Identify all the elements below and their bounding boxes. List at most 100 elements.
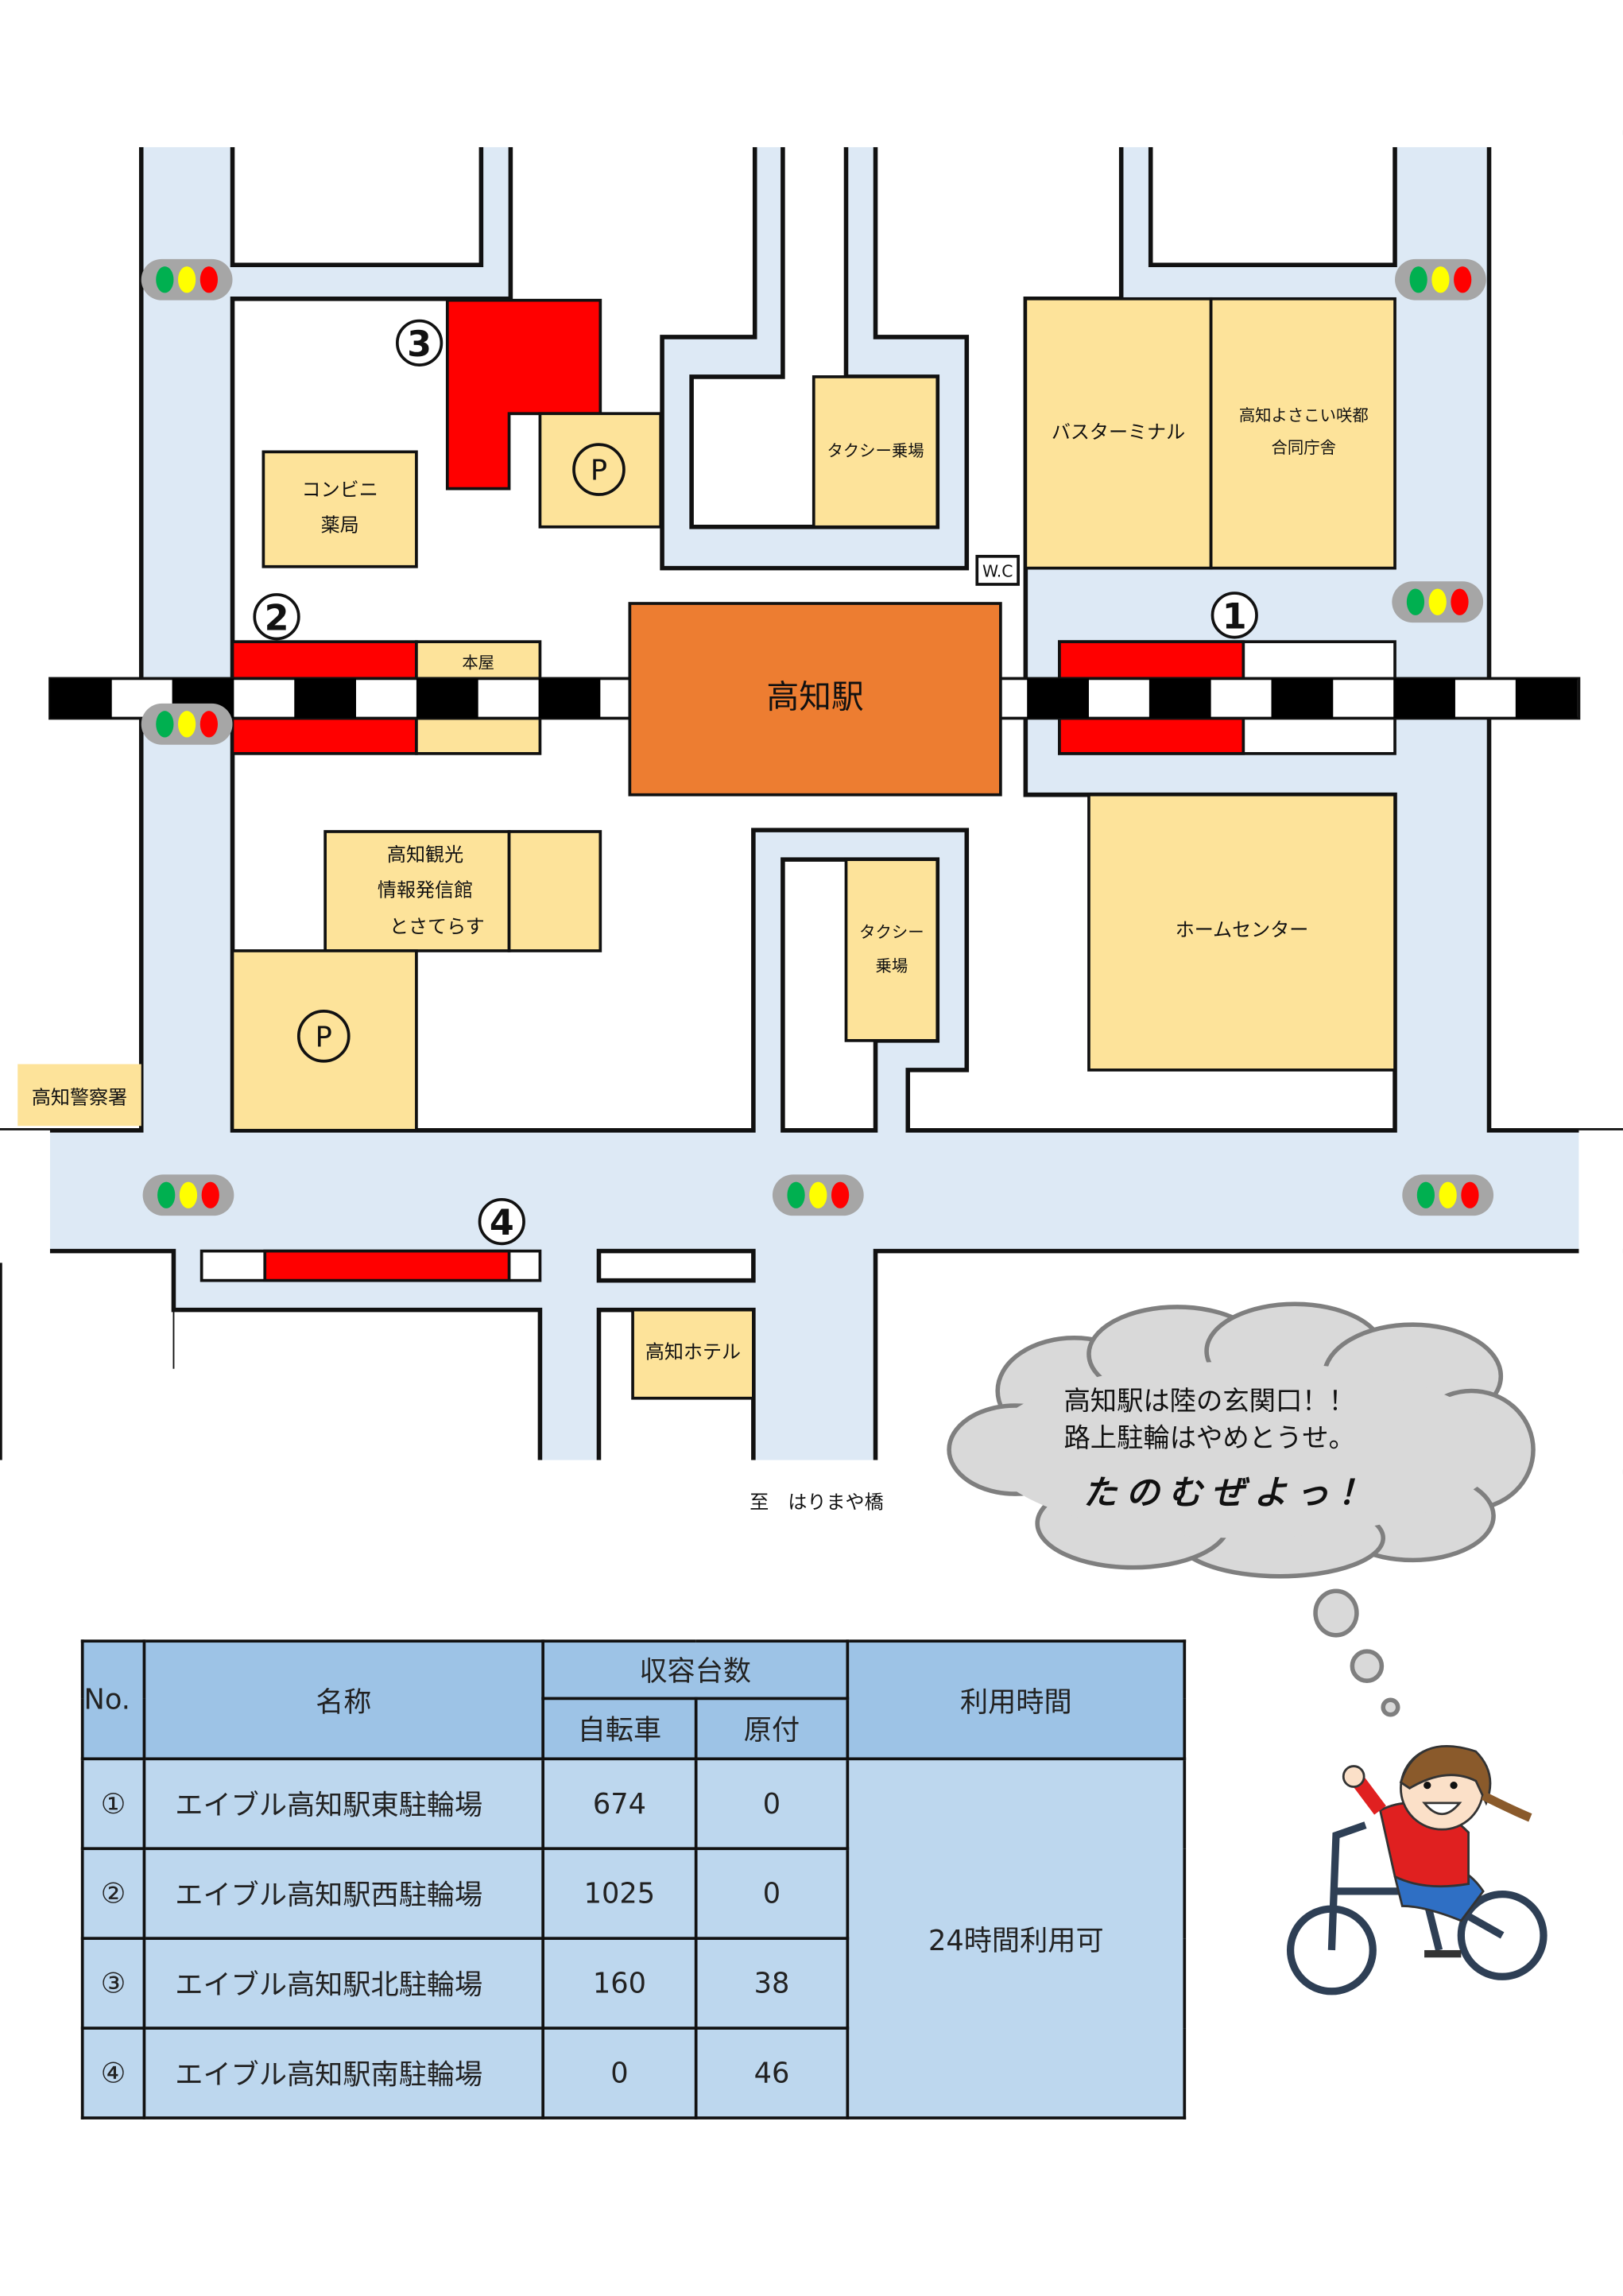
bookstore-south bbox=[415, 716, 542, 755]
traffic-light-icon bbox=[142, 1174, 234, 1216]
svg-text:3: 3 bbox=[407, 324, 432, 365]
header-moped: 原付 bbox=[694, 1697, 850, 1761]
svg-text:1: 1 bbox=[1222, 597, 1247, 638]
bicycle-parking-west-south bbox=[230, 716, 418, 755]
home-center bbox=[1087, 793, 1396, 1072]
block-south-right bbox=[873, 1248, 1623, 1475]
home-center-label: ホームセンター bbox=[1176, 918, 1309, 941]
row-moped: 0 bbox=[694, 1757, 850, 1851]
traffic-light-icon bbox=[772, 1174, 864, 1216]
row-moped: 46 bbox=[694, 2026, 850, 2120]
row-no: ③ bbox=[80, 1937, 146, 2030]
bus-terminal bbox=[1024, 297, 1213, 570]
rail-tie bbox=[1148, 678, 1211, 719]
block-northwest bbox=[230, 130, 484, 268]
hotel-building bbox=[631, 1308, 755, 1400]
rail-tie bbox=[294, 678, 357, 719]
gov-office-label: 高知よさこい咲都 bbox=[1239, 405, 1369, 425]
header-bicycle: 自転車 bbox=[541, 1697, 698, 1761]
convenience-store bbox=[261, 450, 418, 568]
marker-1: 1 bbox=[1210, 591, 1258, 639]
block-northeast bbox=[1148, 130, 1397, 268]
header-no: No. bbox=[80, 1639, 146, 1761]
traffic-light-icon bbox=[141, 258, 233, 301]
rail-tie bbox=[1515, 678, 1578, 719]
government-office bbox=[1209, 297, 1396, 570]
rail-tie bbox=[538, 678, 601, 719]
marker-4: 4 bbox=[478, 1197, 525, 1246]
police-station bbox=[17, 1064, 141, 1127]
tourism-label: 情報発信館 bbox=[378, 878, 473, 901]
row-name: エイブル高知駅北駐輪場 bbox=[142, 1937, 544, 2030]
traffic-island bbox=[596, 1248, 756, 1283]
rail-tie bbox=[49, 678, 112, 719]
traffic-light-icon bbox=[1402, 1174, 1494, 1216]
row-no: ④ bbox=[80, 2026, 146, 2120]
mascot-on-bicycle-illustration bbox=[1286, 1745, 1547, 1995]
convenience-label: 薬局 bbox=[321, 514, 359, 536]
row-name: エイブル高知駅東駐輪場 bbox=[142, 1757, 544, 1851]
rail-tie bbox=[1271, 678, 1334, 719]
taxi-stand-south bbox=[844, 858, 939, 1042]
rail-tie bbox=[416, 678, 478, 719]
parking-lot-north bbox=[538, 412, 663, 529]
svg-text:P: P bbox=[316, 1021, 332, 1053]
row-bicycle: 1025 bbox=[541, 1847, 698, 1941]
table-row: ④ エイブル高知駅南駐輪場 0 46 bbox=[80, 2026, 1185, 2120]
block-east-outside bbox=[1486, 130, 1623, 1133]
row-bicycle: 160 bbox=[541, 1937, 698, 2030]
rail-tie bbox=[1393, 678, 1455, 719]
taxi-south-label: タクシー bbox=[859, 922, 924, 941]
station-area-map: 高知駅 バスターミナル 高知よさこい咲都 合同庁舎 タクシー乗場 タクシー 乗場… bbox=[0, 130, 1623, 1514]
taxi-north-label: タクシー乗場 bbox=[827, 441, 924, 460]
traffic-light-icon bbox=[141, 703, 233, 745]
gov-office-label: 合同庁舎 bbox=[1272, 438, 1336, 457]
bus-terminal-label: バスターミナル bbox=[1052, 421, 1185, 444]
block-west-outside bbox=[0, 130, 144, 1133]
table-row: ② エイブル高知駅西駐輪場 1025 0 bbox=[80, 1847, 1185, 1941]
traffic-light-icon bbox=[1392, 581, 1484, 623]
header-capacity: 収容台数 bbox=[541, 1639, 850, 1701]
marker-3: 3 bbox=[395, 319, 444, 367]
bicycle-parking-east-south bbox=[1058, 716, 1245, 755]
station-label: 高知駅 bbox=[767, 677, 864, 716]
row-no: ① bbox=[80, 1757, 146, 1851]
bicycle-parking-west-north bbox=[230, 640, 418, 681]
wc-label: W.C bbox=[982, 562, 1013, 581]
parking-icon: P bbox=[572, 443, 626, 496]
tourism-label: とさてらす bbox=[389, 916, 485, 938]
bicycle-parking-table: No. 名称 収容台数 利用時間 自転車 原付 ① エイブル高知駅東駐輪場 67… bbox=[80, 1639, 1187, 2120]
header-hours: 利用時間 bbox=[846, 1639, 1187, 1761]
bicycle-parking-south bbox=[263, 1249, 511, 1282]
row-moped: 0 bbox=[694, 1847, 850, 1941]
bookstore-label: 本屋 bbox=[462, 653, 494, 672]
direction-label: 至 はりまや橋 bbox=[750, 1491, 883, 1514]
kochi-station bbox=[628, 602, 1002, 797]
row-name: エイブル高知駅南駐輪場 bbox=[142, 2026, 544, 2120]
svg-text:4: 4 bbox=[490, 1203, 514, 1243]
taxi-stand-north bbox=[812, 375, 939, 529]
wc-box bbox=[975, 554, 1020, 586]
tourism-center-annex bbox=[507, 830, 602, 952]
hours-value: 24時間利用可 bbox=[846, 1757, 1187, 2120]
rail-tie bbox=[1027, 678, 1089, 719]
marker-2: 2 bbox=[253, 593, 300, 641]
parking-lot-south bbox=[230, 949, 418, 1132]
tourism-label: 高知観光 bbox=[387, 844, 463, 866]
block-south-left bbox=[0, 1248, 543, 1475]
hotel-label: 高知ホテル bbox=[645, 1341, 741, 1363]
row-bicycle: 674 bbox=[541, 1757, 698, 1851]
bicycle-parking-east-north bbox=[1058, 640, 1245, 681]
svg-text:2: 2 bbox=[265, 598, 289, 638]
taxi-south-label: 乗場 bbox=[876, 956, 908, 975]
parking-icon: P bbox=[296, 1009, 351, 1063]
row-bicycle: 0 bbox=[541, 2026, 698, 2120]
traffic-light-icon bbox=[1395, 258, 1486, 301]
row-moped: 38 bbox=[694, 1937, 850, 2030]
bicycle-parking-north bbox=[445, 298, 602, 491]
table-row: ① エイブル高知駅東駐輪場 674 0 24時間利用可 bbox=[80, 1757, 1187, 2120]
row-name: エイブル高知駅西駐輪場 bbox=[142, 1847, 544, 1941]
row-no: ② bbox=[80, 1847, 146, 1941]
svg-text:P: P bbox=[591, 455, 607, 487]
